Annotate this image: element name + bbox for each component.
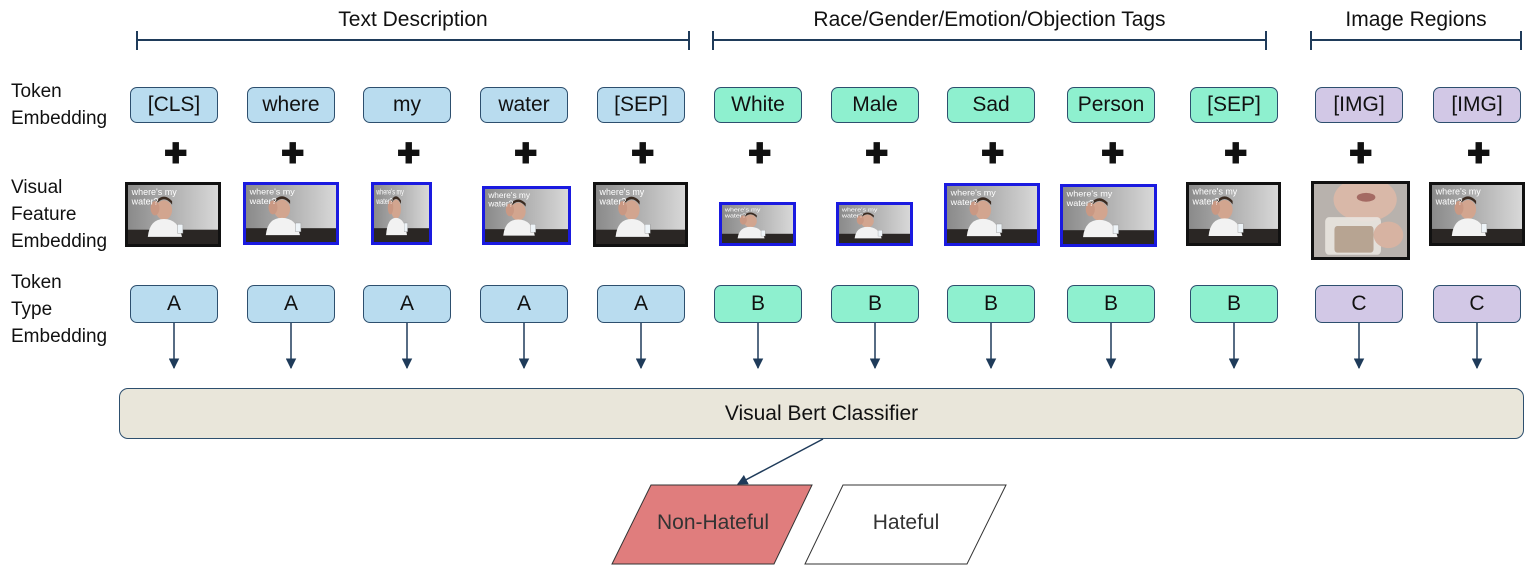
- svg-text:where's my: where's my: [375, 186, 404, 197]
- svg-text:water?: water?: [950, 197, 978, 207]
- token-chip: [SEP]: [1190, 87, 1278, 123]
- svg-text:water?: water?: [131, 197, 159, 207]
- output-hateful-shape: [804, 484, 1007, 565]
- row-label-visual: Visual Feature Embedding: [11, 177, 108, 252]
- token-type-chip: B: [831, 285, 919, 323]
- visual-bert-classifier: Visual Bert Classifier: [119, 388, 1524, 439]
- plus-icon: ✚: [1349, 138, 1373, 169]
- svg-text:where's my: where's my: [724, 207, 762, 213]
- token-type-chip: A: [363, 285, 451, 323]
- plus-icon: ✚: [164, 138, 188, 169]
- output-hateful: Hateful: [872, 511, 940, 534]
- token-type-chip: B: [714, 285, 802, 323]
- output-arrow: [737, 438, 824, 485]
- svg-text:where's my: where's my: [841, 207, 879, 213]
- down-arrows: [168, 323, 1483, 370]
- plus-icon: ✚: [748, 138, 772, 169]
- svg-text:where's my: where's my: [249, 187, 296, 197]
- plus-icon: ✚: [1467, 138, 1491, 169]
- group-title-regions: Image Regions: [1345, 8, 1487, 31]
- svg-text:water?: water?: [599, 197, 627, 207]
- token-chip: Person: [1067, 87, 1155, 123]
- plus-icon: ✚: [981, 138, 1005, 169]
- svg-text:water?: water?: [375, 196, 392, 207]
- group-title-text: Text Description: [338, 8, 488, 31]
- classifier-label: Visual Bert Classifier: [724, 401, 919, 425]
- token-chip: water: [480, 87, 568, 123]
- bracket-regions: [1310, 31, 1522, 50]
- plus-icon: ✚: [1224, 138, 1248, 169]
- svg-text:where's my: where's my: [1192, 187, 1238, 197]
- token-chip: my: [363, 87, 451, 123]
- svg-text:water?: water?: [724, 213, 747, 219]
- token-chip: [CLS]: [130, 87, 218, 123]
- svg-text:water?: water?: [1435, 196, 1463, 206]
- bracket-tags: [712, 31, 1267, 50]
- output-non-hateful: Non-Hateful: [656, 511, 770, 534]
- token-type-chip: B: [1190, 285, 1278, 323]
- token-chip: Male: [831, 87, 919, 123]
- row-label-token: Token Embedding: [11, 81, 108, 129]
- bracket-text: [136, 31, 690, 50]
- plus-icon: ✚: [281, 138, 305, 169]
- token-type-chip: A: [130, 285, 218, 323]
- svg-text:water?: water?: [1192, 196, 1220, 206]
- token-type-chip: C: [1315, 285, 1403, 323]
- token-chip: [SEP]: [597, 87, 685, 123]
- svg-text:water?: water?: [841, 213, 864, 219]
- svg-text:water?: water?: [487, 200, 513, 209]
- svg-text:where's my: where's my: [950, 188, 997, 198]
- token-type-chip: C: [1433, 285, 1521, 323]
- svg-text:where's my: where's my: [487, 191, 531, 200]
- svg-text:where's my: where's my: [599, 187, 645, 197]
- token-type-chip: B: [1067, 285, 1155, 323]
- plus-icon: ✚: [865, 138, 889, 169]
- token-type-chip: B: [947, 285, 1035, 323]
- token-chip: [IMG]: [1315, 87, 1403, 123]
- svg-text:water?: water?: [249, 196, 277, 206]
- token-chip: White: [714, 87, 802, 123]
- row-label-type: Token Type Embedding: [11, 272, 108, 347]
- plus-icon: ✚: [514, 138, 538, 169]
- group-title-tags: Race/Gender/Emotion/Objection Tags: [813, 8, 1166, 31]
- token-type-chip: A: [597, 285, 685, 323]
- plus-icon: ✚: [631, 138, 655, 169]
- svg-text:where's my: where's my: [131, 187, 178, 197]
- svg-text:where's my: where's my: [1435, 187, 1482, 197]
- token-chip: Sad: [947, 87, 1035, 123]
- plus-icon: ✚: [1101, 138, 1125, 169]
- plus-icon: ✚: [397, 138, 421, 169]
- token-chip: where: [247, 87, 335, 123]
- svg-text:water?: water?: [1066, 198, 1094, 208]
- token-type-chip: A: [480, 285, 568, 323]
- token-type-chip: A: [247, 285, 335, 323]
- output-non-hateful-shape: [611, 484, 813, 565]
- visual-feature-thumbnail: [1311, 181, 1410, 260]
- token-chip: [IMG]: [1433, 87, 1521, 123]
- svg-text:where's my: where's my: [1066, 189, 1113, 199]
